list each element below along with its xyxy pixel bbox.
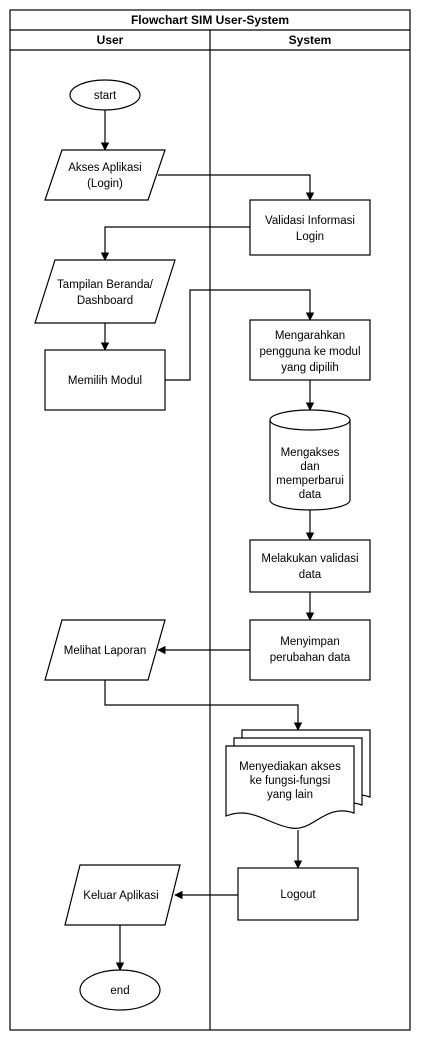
edge-laporan-menyediakan [104, 680, 303, 731]
node-melihat-laporan: Melihat Laporan [44, 619, 166, 681]
node-memilih-modul: Memilih Modul [44, 349, 166, 411]
node-validasi-data: Melakukan validasi data [249, 539, 371, 593]
node-start: start [69, 79, 141, 111]
node-akses-aplikasi-line-1: Akses Aplikasi [68, 162, 142, 174]
node-logout-label: Logout [280, 889, 316, 901]
node-mengarahkan: Mengarahkan pengguna ke modul yang dipil… [249, 319, 371, 381]
node-mengakses-data-line-1: Mengakses [281, 447, 340, 459]
process-shape [249, 619, 371, 681]
node-start-label: start [94, 90, 117, 102]
node-mengarahkan-line-3: yang dipilih [281, 362, 339, 374]
edge-modul-mengarahkan [165, 289, 315, 381]
process-shape [249, 319, 371, 381]
node-keluar-aplikasi-label: Keluar Aplikasi [83, 890, 158, 902]
connectors [100, 110, 315, 971]
data-shape [34, 259, 176, 324]
process-shape [44, 349, 166, 411]
node-end-label: end [110, 985, 129, 997]
database-rim [269, 419, 351, 431]
process-shape [249, 539, 371, 593]
terminator-shape [79, 969, 161, 1011]
terminator-shape [69, 79, 141, 111]
node-menyediakan: Menyediakan akses ke fungsi-fungsi yang … [225, 729, 371, 829]
document-front [225, 745, 355, 829]
node-validasi-informasi: Validasi Informasi Login [249, 199, 371, 256]
node-logout: Logout [237, 867, 359, 921]
lane-user-label: User [97, 33, 124, 47]
edge-validasi-beranda [100, 226, 250, 261]
node-mengakses-data-line-2: dan [300, 461, 319, 473]
node-mengarahkan-line-2: pengguna ke modul [259, 346, 360, 358]
node-menyimpan-line-2: perubahan data [270, 652, 351, 664]
database-body [269, 409, 351, 511]
node-memilih-modul-label: Memilih Modul [68, 375, 142, 387]
process-shape [249, 199, 371, 256]
node-validasi-informasi-line-1: Validasi Informasi [265, 215, 355, 227]
node-validasi-data-line-2: data [299, 569, 322, 581]
node-tampilan-beranda: Tampilan Beranda/ Dashboard [34, 259, 176, 324]
process-shape [237, 867, 359, 921]
node-mengakses-data: Mengakses dan memperbarui data [269, 409, 351, 511]
data-shape [44, 619, 166, 681]
node-menyimpan: Menyimpan perubahan data [249, 619, 371, 681]
node-melihat-laporan-label: Melihat Laporan [64, 645, 146, 657]
data-shape [64, 864, 181, 926]
node-menyediakan-line-1: Menyediakan akses [239, 761, 341, 773]
data-shape [44, 149, 166, 201]
node-validasi-informasi-line-2: Login [296, 231, 324, 243]
node-akses-aplikasi-line-2: (Login) [87, 178, 123, 190]
node-mengakses-data-line-3: memperbarui [276, 475, 344, 487]
node-menyimpan-line-1: Menyimpan [280, 636, 339, 648]
node-akses-aplikasi: Akses Aplikasi (Login) [44, 149, 166, 201]
edge-akses-validasi [158, 174, 315, 201]
node-tampilan-beranda-line-1: Tampilan Beranda/ [57, 279, 154, 291]
node-menyediakan-line-3: yang lain [267, 789, 313, 801]
node-validasi-data-line-1: Melakukan validasi [261, 553, 358, 565]
node-mengakses-data-line-4: data [299, 489, 322, 501]
lane-system-label: System [289, 33, 332, 47]
node-keluar-aplikasi: Keluar Aplikasi [64, 864, 181, 926]
node-tampilan-beranda-line-2: Dashboard [77, 295, 133, 307]
node-end: end [79, 969, 161, 1011]
diagram-title: Flowchart SIM User-System [131, 13, 289, 27]
node-mengarahkan-line-1: Mengarahkan [275, 330, 345, 342]
node-menyediakan-line-2: ke fungsi-fungsi [250, 775, 331, 787]
